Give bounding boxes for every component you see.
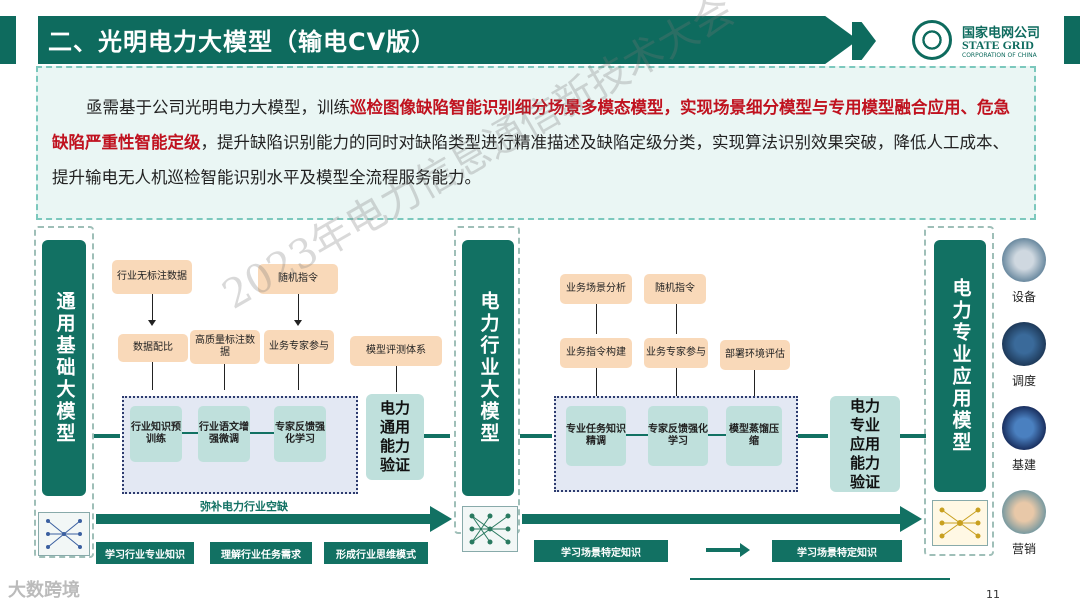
construction-photo xyxy=(1002,406,1046,450)
s2-distill: 模型蒸馏压缩 xyxy=(726,406,782,466)
s1-data-ratio: 数据配比 xyxy=(118,334,188,362)
page-title: 二、光明电力大模型（输电CV版） xyxy=(48,22,436,57)
page-number: 11 xyxy=(986,588,1000,601)
big-arrow-right xyxy=(522,514,902,524)
s1-input-unlabeled-data: 行业无标注数据 xyxy=(112,260,192,294)
s1-finetune: 行业语文增强微调 xyxy=(198,406,250,462)
marketing-photo xyxy=(1002,490,1046,534)
right-accent-bar xyxy=(1064,16,1080,64)
s2-input-random-instructions: 随机指令 xyxy=(644,274,706,304)
general-model-pill: 通用基础大模型 xyxy=(42,240,86,496)
s2-expert-participation: 业务专家参与 xyxy=(644,338,708,368)
neural-net-icon xyxy=(38,512,90,556)
s1-pretrain: 行业知识预训练 xyxy=(130,406,182,462)
app-label: 设备 xyxy=(994,288,1054,305)
flow-arrow-icon xyxy=(182,432,198,434)
s1-verify: 电力通用能力验证 xyxy=(366,394,424,480)
left-accent-bar xyxy=(0,16,16,64)
flow-arrow-icon xyxy=(94,434,120,438)
s1-expert-participation: 业务专家参与 xyxy=(264,330,334,364)
s1-labeled-data: 高质量标注数据 xyxy=(190,330,260,364)
neural-net-icon xyxy=(462,506,518,552)
bottom-label: 学习场景特定知识 xyxy=(534,540,668,562)
bottom-label: 学习场景特定知识 xyxy=(772,540,902,562)
app-label: 营销 xyxy=(994,540,1054,557)
application-model-pill: 电力专业应用模型 xyxy=(934,240,986,492)
arrow-down-icon xyxy=(148,320,156,326)
state-grid-logo-icon xyxy=(912,20,952,60)
bottom-label: 学习行业专业知识 xyxy=(96,542,194,564)
s1-rlhf: 专家反馈强化学习 xyxy=(274,406,326,462)
s2-rlhf: 专家反馈强化学习 xyxy=(648,406,708,466)
big-arrow-left xyxy=(96,514,432,524)
arrow-right-icon xyxy=(900,506,922,532)
logo-subtitle: CORPORATION OF CHINA xyxy=(962,52,1037,59)
flow-arrow-icon xyxy=(798,434,828,438)
s1-eval-system: 模型评测体系 xyxy=(350,336,442,366)
app-label: 基建 xyxy=(994,456,1054,473)
flow-arrow-icon xyxy=(626,434,648,436)
arrow-right-icon xyxy=(740,543,750,557)
bottom-label: 理解行业任务需求 xyxy=(210,542,312,564)
flow-arrow-icon xyxy=(520,434,552,438)
s2-instruction-build: 业务指令构建 xyxy=(560,338,632,368)
corner-watermark: 大数跨境 xyxy=(8,576,80,602)
intro-text-1: 亟需基于公司光明电力大模型，训练 xyxy=(86,98,350,117)
flow-arrow-icon xyxy=(708,434,726,436)
s2-verify: 电力专业应用能力验证 xyxy=(830,396,900,492)
footer-line xyxy=(690,578,950,580)
arrow-right-icon xyxy=(430,506,452,532)
flow-arrow-icon xyxy=(706,548,742,552)
title-chevron-icon xyxy=(852,22,876,60)
flow-arrow-icon xyxy=(424,434,450,438)
dispatch-photo xyxy=(1002,322,1046,366)
s2-task-finetune: 专业任务知识精调 xyxy=(566,406,626,466)
neural-net-icon xyxy=(932,500,988,546)
flow-arrow-icon xyxy=(250,432,274,434)
s2-deploy-eval: 部署环境评估 xyxy=(720,340,790,370)
app-label: 调度 xyxy=(994,372,1054,389)
logo-english: STATE GRID xyxy=(962,38,1034,53)
equipment-photo xyxy=(1002,238,1046,282)
bottom-label: 形成行业思维模式 xyxy=(324,542,428,564)
arrow-down-icon xyxy=(294,320,302,326)
s1-gap-label: 弥补电力行业空缺 xyxy=(200,498,288,514)
s2-input-scenario: 业务场景分析 xyxy=(560,274,632,304)
flow-arrow-icon xyxy=(900,434,926,438)
industry-model-pill: 电力行业大模型 xyxy=(462,240,514,496)
